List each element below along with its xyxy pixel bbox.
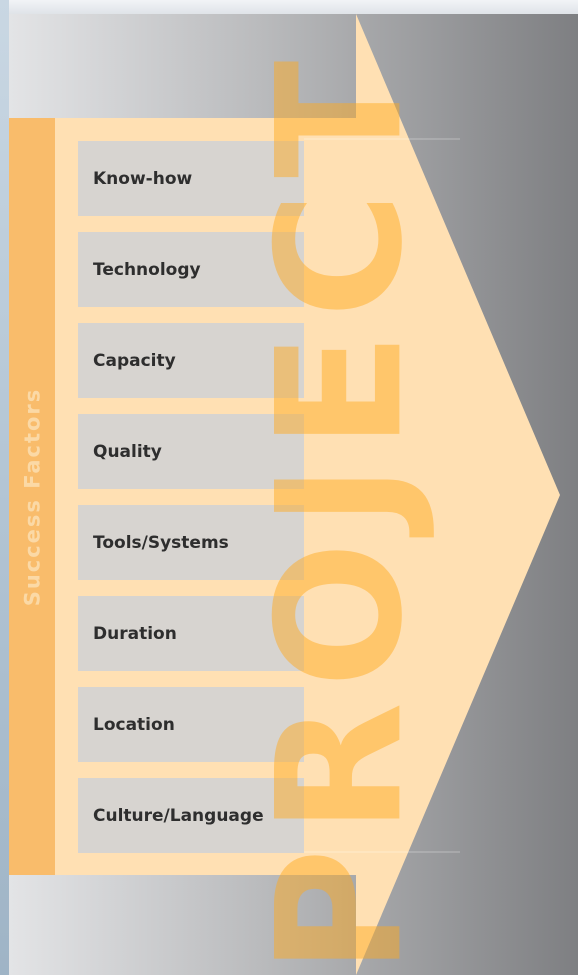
top-strip <box>0 0 578 14</box>
factor-box-duration: Duration <box>78 596 304 671</box>
factor-label: Technology <box>93 259 201 280</box>
factor-box-technology: Technology <box>78 232 304 307</box>
factor-label: Know-how <box>93 168 193 189</box>
factor-label: Duration <box>93 623 177 644</box>
success-factors-label-container: Success Factors <box>9 118 55 875</box>
factor-label: Quality <box>93 441 162 462</box>
success-factors-bar <box>9 118 55 875</box>
factor-label: Tools/Systems <box>93 532 229 553</box>
factor-box-culture-language: Culture/Language <box>78 778 304 853</box>
success-factors-label: Success Factors <box>20 387 44 606</box>
left-photo-strip <box>0 0 9 975</box>
factor-box-location: Location <box>78 687 304 762</box>
factor-box-tools-systems: Tools/Systems <box>78 505 304 580</box>
factor-label: Culture/Language <box>93 805 264 826</box>
factor-label: Location <box>93 714 175 735</box>
factor-box-know-how: Know-how <box>78 141 304 216</box>
factor-label: Capacity <box>93 350 176 371</box>
factor-box-quality: Quality <box>78 414 304 489</box>
factor-box-capacity: Capacity <box>78 323 304 398</box>
